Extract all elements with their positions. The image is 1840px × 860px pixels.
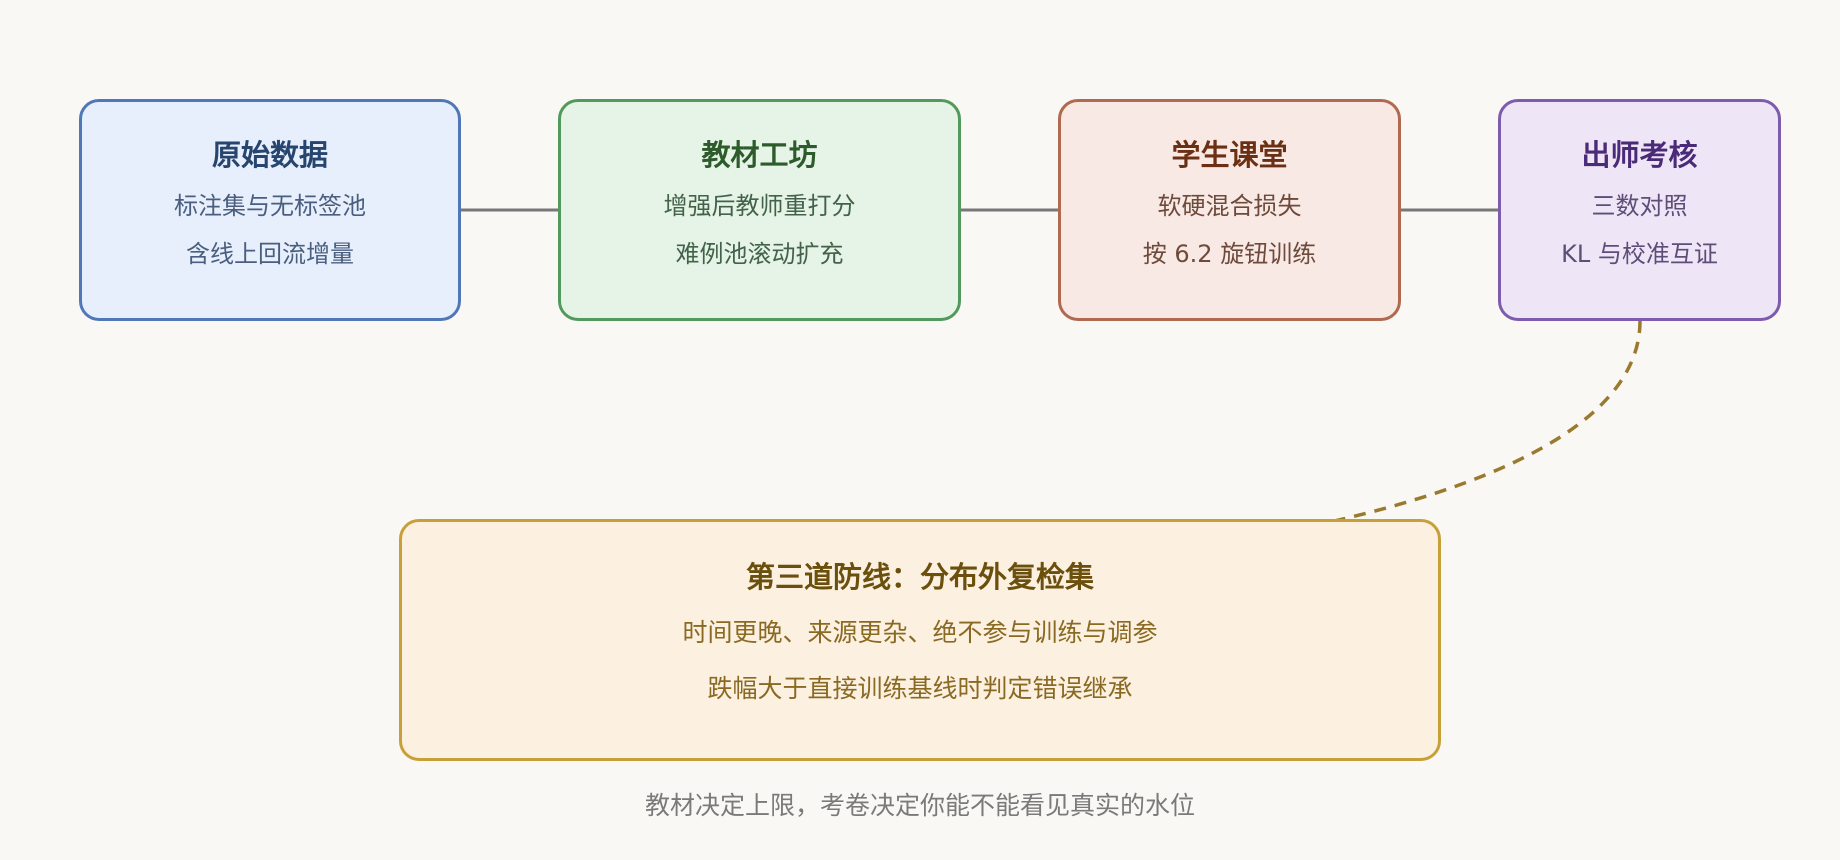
stage-detail: 含线上回流增量 [186, 240, 354, 268]
defense-title: 第三道防线：分布外复检集 [745, 560, 1094, 594]
stage-detail: 软硬混合损失 [1157, 192, 1302, 220]
stage-detail: 标注集与无标签池 [174, 192, 366, 220]
caption: 教材决定上限，考卷决定你能不能看见真实的水位 [644, 791, 1195, 820]
dashed-link-exam-to-defense [1239, 320, 1642, 542]
defense-box: 第三道防线：分布外复检集 时间更晚、来源更杂、绝不参与训练与调参 跌幅大于直接训… [399, 519, 1441, 761]
stage-title: 出师考核 [1581, 138, 1698, 172]
stage-raw-data: 原始数据 标注集与无标签池 含线上回流增量 [79, 99, 461, 321]
defense-detail: 时间更晚、来源更杂、绝不参与训练与调参 [682, 618, 1158, 647]
defense-detail: 跌幅大于直接训练基线时判定错误继承 [707, 674, 1133, 703]
stage-title: 原始数据 [211, 138, 328, 172]
stage-student-classroom: 学生课堂 软硬混合损失 按 6.2 旋钮训练 [1058, 99, 1401, 321]
stage-materials-workshop: 教材工坊 增强后教师重打分 难例池滚动扩充 [558, 99, 961, 321]
stage-detail: 难例池滚动扩充 [675, 240, 844, 268]
stage-detail: 增强后教师重打分 [663, 192, 856, 220]
stage-title: 教材工坊 [701, 138, 818, 172]
stage-title: 学生课堂 [1171, 138, 1288, 172]
stage-detail: 按 6.2 旋钮训练 [1142, 240, 1317, 268]
stage-graduation-exam: 出师考核 三数对照 KL 与校准互证 [1498, 99, 1781, 321]
stage-detail: KL 与校准互证 [1561, 240, 1718, 268]
stage-detail: 三数对照 [1591, 192, 1688, 220]
